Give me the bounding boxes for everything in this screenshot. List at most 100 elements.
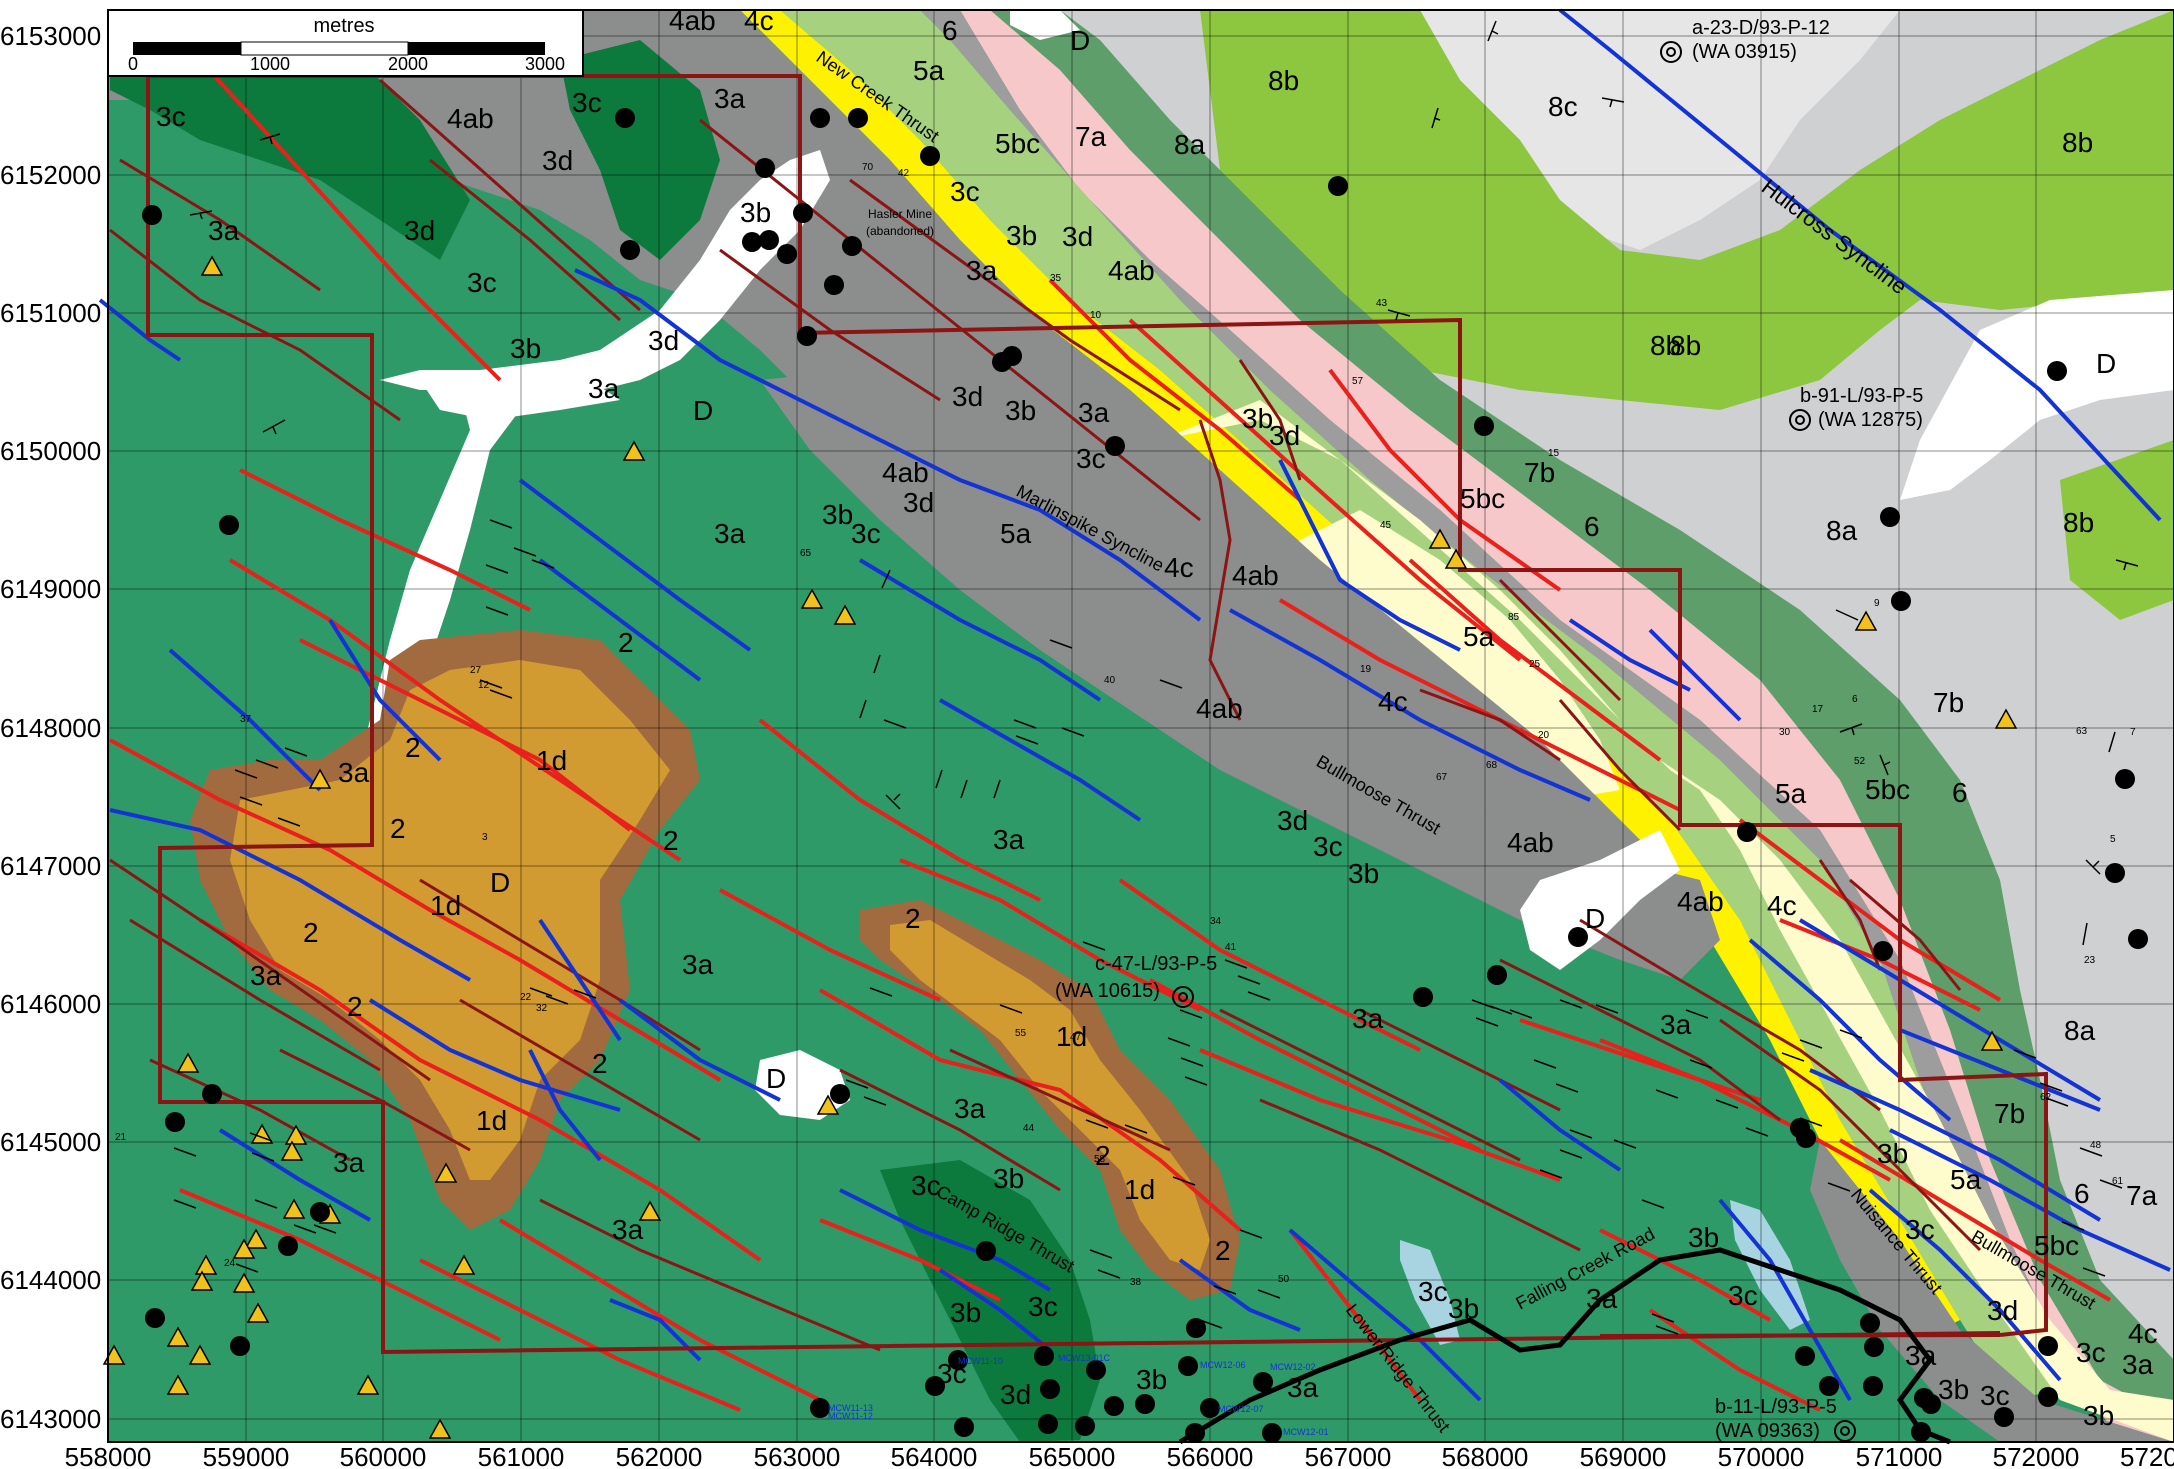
unit-label: 6 [1584,511,1600,542]
x-axis: 558000 559000 560000 561000 562000 56300… [65,1442,2174,1469]
unit-label: D [1070,25,1090,56]
unit-label: 4ab [1108,255,1155,286]
unit-label: 3d [404,215,435,246]
unit-label: 3d [1269,420,1300,451]
unit-3c-area [110,30,470,260]
y-tick-label: 6145000 [0,1127,101,1157]
dip-label: 15 [1548,448,1560,459]
dip-label: 19 [1360,664,1372,675]
unit-label: 3b [1006,220,1037,251]
unit-label: 3b [1877,1138,1908,1169]
unit-label: 3a [333,1147,365,1178]
dip-label: 17 [1812,704,1824,715]
unit-label: 3b [740,197,771,228]
unit-label: 3a [338,757,370,788]
unit-labels: 3c 3a 4ab 3c 3a 3d 3d 3c 3b 3d 3a D 3b 4… [156,5,2158,1431]
unit-label: 3d [648,325,679,356]
unit-7a-area [960,10,2174,1442]
unit-4c-lens-area [1260,510,1620,800]
unit-label: 5a [1950,1164,1982,1195]
unit-label: 3c [1905,1214,1935,1245]
unit-label: 6 [2074,1178,2090,1209]
well-4-name: b-11-L/93-P-5 [1715,1396,1837,1418]
dip-label: 25 [1529,659,1541,670]
well-3-name: c-47-L/93-P-5 [1095,953,1217,975]
dip-label: 65 [800,548,812,559]
faults-dark [109,78,1982,1352]
dip-label: 42 [898,168,910,179]
strike-dip-symbols [173,20,2139,1335]
unit-8a-area [960,10,2174,1442]
unit-label: D [2096,348,2116,379]
dip-label: 12 [478,680,490,691]
dip-label: 67 [1436,772,1448,783]
unit-D-right-area [1900,290,2174,500]
unit-3c-lens-low [1400,1240,1460,1345]
y-tick-label: 6150000 [0,436,101,466]
unit-label: 5a [1463,621,1495,652]
unit-label: 2 [905,903,921,934]
unit-label: 3b [2083,1400,2114,1431]
unit-label: 2 [592,1048,608,1079]
unit-label: 2 [1095,1140,1111,1171]
dip-labels: 70 42 35 10 43 57 65 45 85 15 25 20 30 9… [115,162,2136,1383]
unit-label: 3c [950,176,980,207]
unit-label: 3b [993,1163,1024,1194]
unit-label: 3a [1078,397,1110,428]
unit-label: 3a [1660,1009,1692,1040]
unit-label: 1d [1056,1021,1087,1052]
fold-axes [98,8,2171,1402]
dip-label: 41 [1225,942,1237,953]
mine-status: (abandoned) [866,224,934,238]
dip-label: 48 [2090,1140,2102,1151]
unit-label: 3a [250,960,282,991]
x-tick-label: 562000 [616,1442,703,1469]
unit-label: 3a [612,1214,644,1245]
x-tick-label: 570000 [1718,1442,1805,1469]
unit-label: 4c [1767,890,1797,921]
unit-label: 3d [952,381,983,412]
dip-label: 85 [1508,612,1520,623]
unit-label: 3a [966,255,998,286]
scale-tick-1000: 1000 [250,54,290,74]
dh-label-2: MCW11-10 [958,1356,1003,1366]
unit-label: 3c [467,267,497,298]
unit-label: 3b [1005,395,1036,426]
well-4-id: (WA 09363) [1715,1420,1820,1442]
x-tick-label: 572000 [1993,1442,2080,1469]
triangle-symbols [102,255,2018,1439]
unit-label: 3c [1728,1280,1758,1311]
faults-red [109,58,2111,1412]
unit-label: 4ab [447,103,494,134]
unit-label: 3a [588,373,620,404]
unit-8c-area [1400,10,1900,250]
unit-label: 5a [1000,518,1032,549]
unit-label: 7b [1933,687,1964,718]
unit-label: 3d [1277,805,1308,836]
unit-label: 5bc [2034,1230,2079,1261]
well-1-name: a-23-D/93-P-12 [1692,17,1830,39]
unit-3c-area-2 [560,40,720,260]
x-tick-label: 563000 [754,1442,841,1469]
unit-label: 5a [913,55,945,86]
unit-label: 4ab [1196,693,1243,724]
unit-8b-area [1200,10,2174,410]
unit-label: 7a [1075,121,1107,152]
dip-label: 38 [1130,1277,1142,1288]
unit-3d-lower-right-area [1810,1140,2174,1442]
dip-label: 62 [2040,1092,2052,1103]
dip-label: 44 [1023,1123,1035,1134]
x-tick-label: 561000 [478,1442,565,1469]
unit-label: 8b [1670,330,1701,361]
y-tick-label: 6152000 [0,160,101,190]
unit-label: 3a [993,824,1025,855]
dip-label: 9 [1874,598,1880,609]
unit-label: 8b [1268,65,1299,96]
unit-label: 8b [2062,127,2093,158]
unit-label: 2 [347,991,363,1022]
unit-label: 3a [2122,1349,2154,1380]
dh-label-8: MCW12-07 [1218,1404,1264,1414]
unit-label: 3c [1980,1380,2010,1411]
dh-label-6: MCW12-02 [1270,1362,1316,1372]
